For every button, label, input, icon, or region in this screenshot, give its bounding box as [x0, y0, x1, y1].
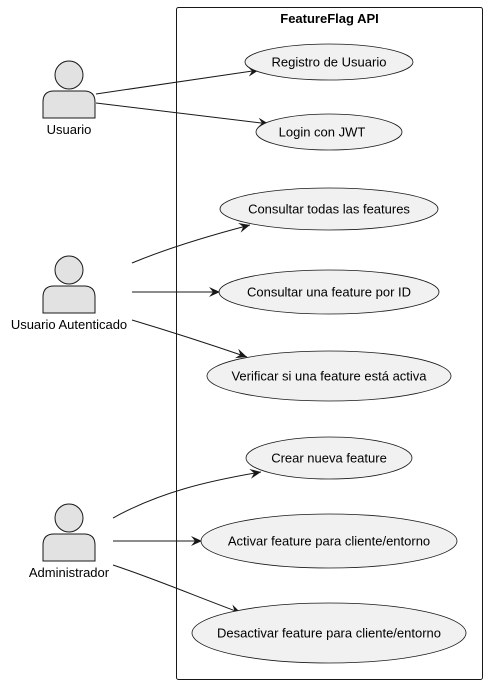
use-case-desactivar-ellipse [191, 602, 467, 664]
actor-usuario-icon [42, 60, 96, 119]
actor-administrador-icon [42, 503, 96, 562]
use-case-activar-ellipse [200, 513, 458, 569]
use-case-verificar-label: Verificar si una feature está activa [231, 369, 427, 384]
actor-usuario-label: Usuario [47, 122, 92, 137]
system-boundary-box [176, 7, 483, 680]
use-case-crear: Crear nueva feature [245, 436, 413, 480]
actor-usuario-autenticado: Usuario Autenticado [11, 255, 127, 332]
use-case-crear-label: Crear nueva feature [271, 451, 387, 466]
use-case-registro-ellipse [244, 43, 414, 81]
use-case-consultar-todas-label: Consultar todas las features [248, 202, 410, 217]
use-case-login-ellipse [255, 113, 403, 151]
system-title: FeatureFlag API [280, 11, 378, 26]
use-case-registro-label: Registro de Usuario [272, 55, 387, 70]
associations [95, 66, 270, 614]
use-case-activar: Activar feature para cliente/entorno [200, 513, 458, 569]
use-case-registro: Registro de Usuario [244, 43, 414, 81]
association-admin-crear [112, 468, 262, 519]
use-case-desactivar-label: Desactivar feature para cliente/entorno [217, 626, 441, 641]
use-case-consultar-todas-ellipse [219, 187, 439, 231]
association-usuario-login [95, 102, 270, 128]
use-case-consultar-todas: Consultar todas las features [219, 187, 439, 231]
system-boundary: FeatureFlag API [176, 7, 483, 680]
actor-usuario-autenticado-icon [42, 255, 96, 314]
association-autenticado-consultar-todas [131, 222, 251, 264]
use-case-activar-label: Activar feature para cliente/entorno [228, 534, 430, 549]
use-case-consultar-una-ellipse [218, 269, 440, 315]
use-case-verificar-ellipse [206, 350, 452, 402]
actor-usuario-autenticado-label: Usuario Autenticado [11, 317, 127, 332]
use-case-verificar: Verificar si una feature está activa [206, 350, 452, 402]
actor-usuario: Usuario [42, 60, 96, 137]
use-case-consultar-una-label: Consultar una feature por ID [247, 285, 411, 300]
actor-administrador: Administrador [29, 503, 110, 580]
association-usuario-registro [95, 66, 260, 95]
use-case-crear-ellipse [245, 436, 413, 480]
actor-administrador-label: Administrador [29, 565, 110, 580]
association-admin-desactivar [112, 564, 242, 614]
use-case-desactivar: Desactivar feature para cliente/entorno [191, 602, 467, 664]
use-case-login: Login con JWT [255, 113, 403, 151]
use-case-consultar-una: Consultar una feature por ID [218, 269, 440, 315]
association-autenticado-verificar [131, 319, 248, 359]
use-case-login-label: Login con JWT [279, 125, 366, 140]
